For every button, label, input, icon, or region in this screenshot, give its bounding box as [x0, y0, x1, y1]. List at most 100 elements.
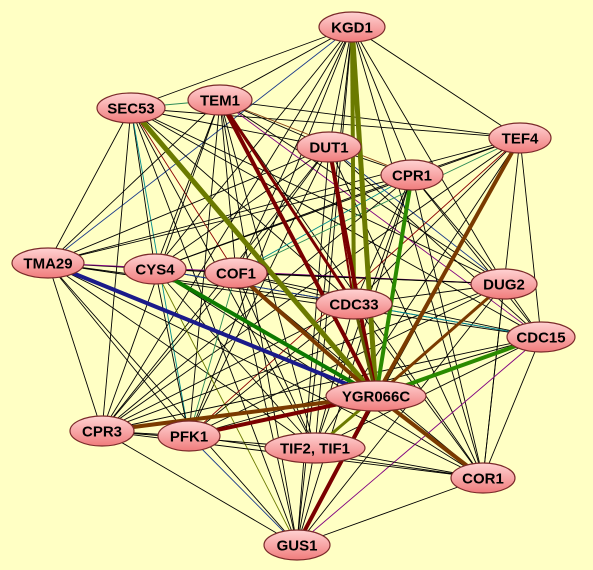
node-shape [69, 415, 135, 447]
edge-cys4-pfk1 [154, 268, 190, 437]
edge-cpr1-gus1 [296, 174, 413, 546]
node-gus1[interactable]: GUS1 [263, 529, 331, 561]
node-label: YGR066C [342, 389, 411, 406]
node-kgd1[interactable]: KGD1 [318, 11, 386, 43]
node-label: CPR3 [82, 424, 122, 441]
node-shape [296, 131, 362, 163]
node-shape [506, 321, 576, 353]
edge-kgd1-dut1 [328, 26, 353, 148]
node-tef4[interactable]: TEF4 [488, 122, 552, 154]
edge-kgd1-tma29 [47, 26, 353, 264]
node-shape [488, 122, 552, 154]
node-cys4[interactable]: CYS4 [123, 253, 187, 285]
node-tem1[interactable]: TEM1 [187, 84, 253, 116]
edge-tma29-pfk1 [47, 262, 190, 437]
node-shape [157, 420, 221, 452]
edge-dut1-cys4 [154, 146, 330, 270]
edge-cof1-cpr3 [101, 272, 237, 432]
node-label: CDC33 [329, 297, 378, 314]
edge-tem1-cof1 [219, 99, 237, 274]
highlighted-edge-kgd1-ygr066c [349, 26, 379, 397]
node-label: COF1 [216, 266, 256, 283]
edge-sec53-gus1 [130, 107, 298, 546]
highlighted-edge-tem1-ygr066c [218, 99, 378, 397]
highlighted-edge-kgd1-cdc33 [350, 26, 356, 305]
edge-cys4-tif2 [154, 268, 316, 449]
node-label: DUG2 [483, 277, 525, 294]
node-label: CDC15 [516, 330, 565, 347]
edge-dut1-gus1 [296, 146, 330, 546]
edge-pfk1-gus1 [188, 435, 298, 546]
node-cof1[interactable]: COF1 [204, 257, 268, 289]
highlighted-edge-cof1-ygr066c [234, 271, 378, 398]
edge-cdc33-tif2 [314, 303, 355, 449]
node-ygr066c[interactable]: YGR066C [325, 380, 427, 412]
edge-kgd1-cpr1 [351, 26, 413, 176]
node-shape [263, 529, 331, 561]
node-shape [450, 462, 516, 494]
edge-kgd1-tem1 [219, 26, 353, 101]
edge-sec53-cdc33 [130, 107, 355, 305]
edge-tef4-cdc33 [353, 137, 521, 305]
edge-kgd1-dug2 [351, 26, 505, 285]
edge-tma29-cdc33 [47, 262, 355, 305]
edge-cor1-gus1 [296, 477, 484, 546]
node-sec53[interactable]: SEC53 [96, 92, 166, 124]
edge-cdc33-cpr3 [101, 303, 355, 432]
edge-cof1-pfk1 [188, 272, 237, 437]
edge-tem1-tef4 [219, 99, 521, 139]
highlighted-edge-gus1-ygr066c [295, 395, 378, 546]
highlighted-edge-layer [47, 26, 542, 546]
node-cdc33[interactable]: CDC33 [315, 288, 393, 320]
node-shape [325, 380, 427, 412]
node-cpr1[interactable]: CPR1 [380, 159, 444, 191]
edge-tef4-tma29 [47, 137, 521, 264]
node-shape [318, 11, 386, 43]
edge-cof1-tif2 [235, 272, 316, 449]
node-label: CYS4 [135, 262, 175, 279]
edge-kgd1-cor1 [351, 26, 484, 479]
edge-tef4-cof1 [235, 137, 521, 274]
edge-tif2-gus1 [296, 447, 316, 546]
node-label: DUT1 [309, 140, 348, 157]
highlighted-edge-tma29-ygr066c [47, 261, 377, 398]
edge-tma29-cpr3 [47, 262, 103, 432]
highlighted-edge-cys4-ygr066c [154, 267, 377, 398]
edge-cpr1-cpr3 [101, 174, 413, 432]
edge-cpr1-dug2 [411, 174, 505, 285]
edge-dut1-tma29 [47, 146, 330, 264]
node-tif2[interactable]: TIF2, TIF1 [264, 432, 366, 464]
node-tma29[interactable]: TMA29 [11, 247, 85, 279]
node-label: TMA29 [23, 256, 72, 273]
edge-cpr3-gus1 [101, 430, 298, 546]
node-label: PFK1 [170, 429, 208, 446]
edge-cdc15-tif2 [314, 336, 542, 449]
edge-tem1-tma29 [47, 99, 221, 264]
edge-tem1-pfk1 [188, 99, 221, 437]
node-pfk1[interactable]: PFK1 [157, 420, 221, 452]
highlighted-edge-dut1-ygr066c [327, 146, 378, 397]
edge-tma29-cor1 [47, 262, 484, 479]
edge-cpr1-cdc15 [411, 174, 542, 338]
node-dut1[interactable]: DUT1 [296, 131, 362, 163]
node-dug2[interactable]: DUG2 [470, 268, 538, 300]
node-label: TEM1 [200, 93, 240, 110]
node-shape [123, 253, 187, 285]
node-shape [380, 159, 444, 191]
edge-dut1-cpr3 [101, 146, 330, 432]
edge-cdc33-pfk1 [188, 303, 355, 437]
highlighted-edge-tem1-cdc33 [218, 99, 356, 305]
node-cpr3[interactable]: CPR3 [69, 415, 135, 447]
edge-cdc15-cpr3 [101, 336, 542, 432]
node-cdc15[interactable]: CDC15 [506, 321, 576, 353]
node-cor1[interactable]: COR1 [450, 462, 516, 494]
node-shape [264, 432, 366, 464]
edge-cpr1-cor1 [411, 174, 484, 479]
edge-kgd1-cpr3 [101, 26, 353, 432]
node-label: TEF4 [502, 131, 539, 148]
edge-cdc15-gus1 [296, 336, 542, 546]
edge-kgd1-tef4 [351, 26, 521, 139]
node-label: COR1 [462, 471, 504, 488]
highlighted-edge-dug2-ygr066c [375, 282, 505, 398]
